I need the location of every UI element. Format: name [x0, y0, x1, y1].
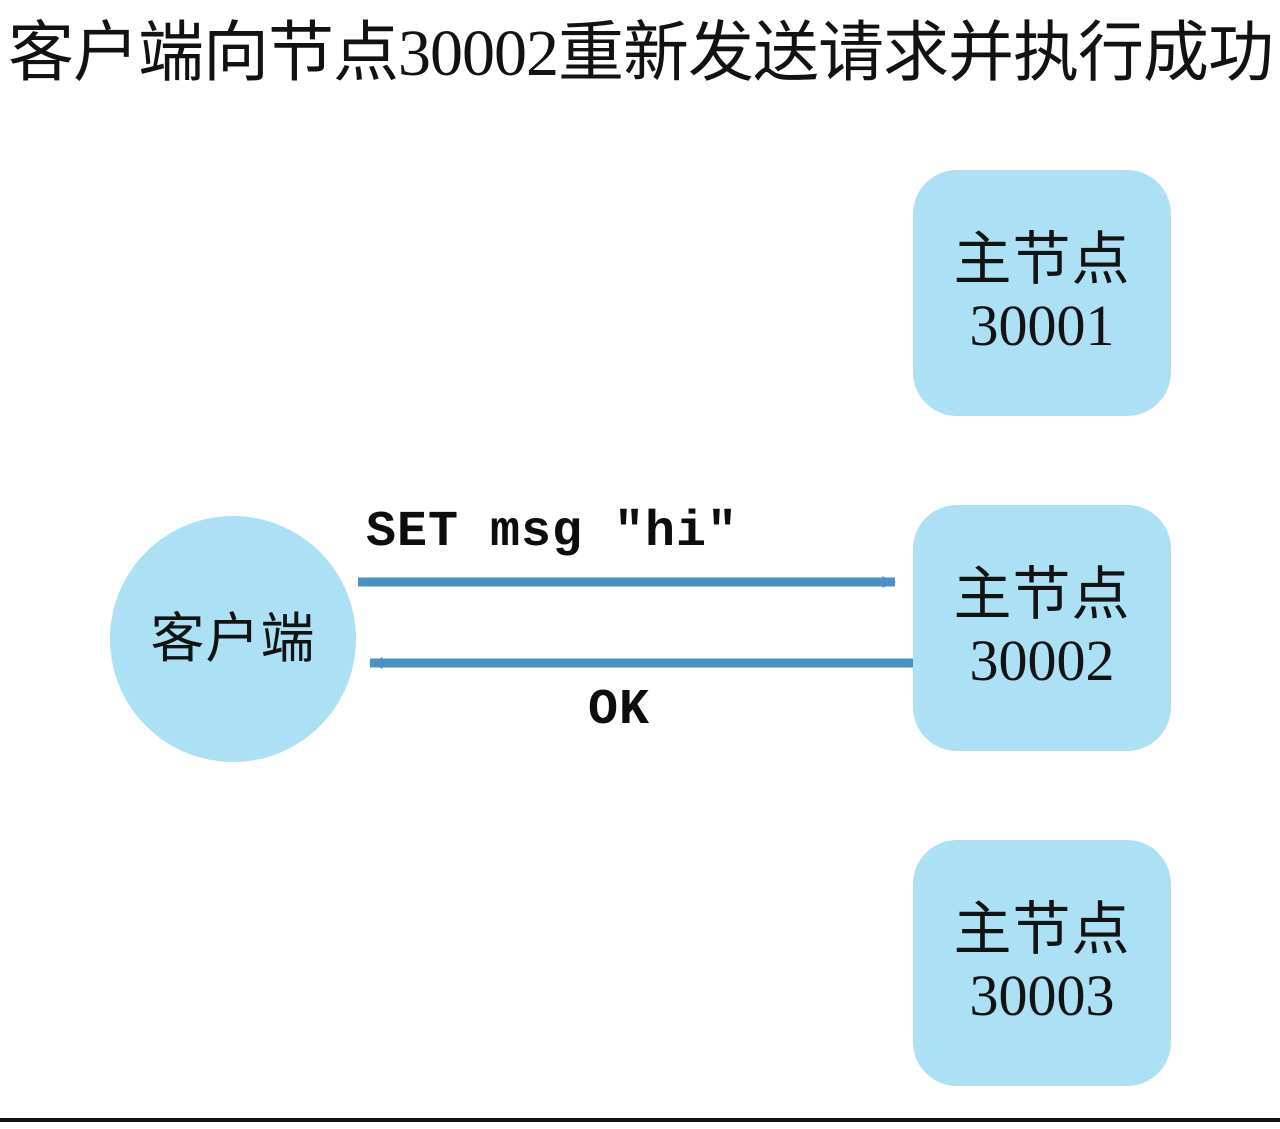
master-node-30002-role: 主节点 [953, 562, 1131, 627]
client-node[interactable]: 客户端 [110, 516, 356, 762]
master-node-30001-port: 30001 [969, 293, 1115, 358]
request-edge-label: SET msg "hi" [366, 504, 739, 561]
response-edge-label: OK [588, 682, 651, 739]
page-title: 客户端向节点30002重新发送请求并执行成功 [8, 17, 1274, 90]
client-node-label: 客户端 [150, 609, 316, 669]
master-node-30002-port: 30002 [969, 628, 1115, 693]
master-node-30003-port: 30003 [969, 963, 1115, 1028]
bottom-divider [0, 1118, 1280, 1122]
master-node-30003[interactable]: 主节点 30003 [913, 840, 1171, 1086]
master-node-30001-role: 主节点 [953, 227, 1131, 292]
master-node-30003-role: 主节点 [953, 897, 1131, 962]
master-node-30002[interactable]: 主节点 30002 [913, 505, 1171, 751]
master-node-30001[interactable]: 主节点 30001 [913, 170, 1171, 416]
